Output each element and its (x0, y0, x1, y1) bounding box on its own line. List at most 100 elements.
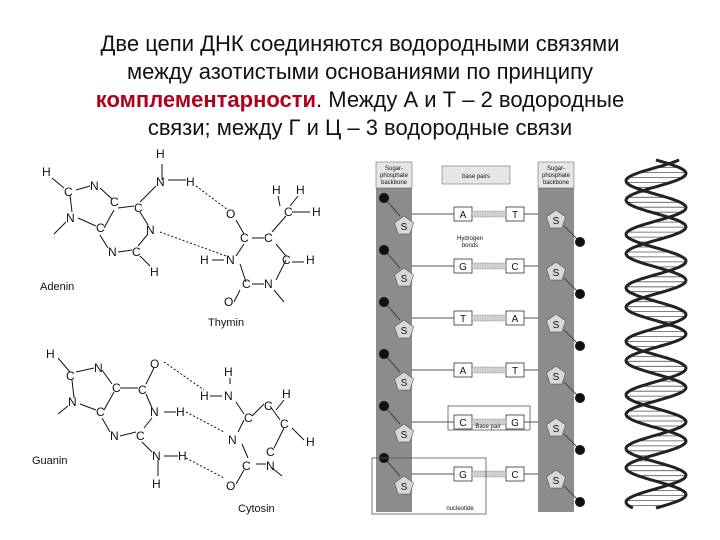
atom-c: C (138, 383, 147, 397)
atom-n: N (150, 405, 159, 419)
atom-n: N (152, 449, 161, 463)
guanine-atoms: H C N N C C C O N H N C N H H Guanin (32, 347, 187, 491)
atom-c: C (96, 405, 105, 419)
phosphate-right (575, 497, 585, 507)
nucleotide-caption: nucleotide (446, 506, 474, 512)
atom-c: C (242, 459, 251, 473)
phosphate-label-left: P (382, 404, 386, 410)
phosphate-label-left: P (382, 248, 386, 254)
right-backbone-link (563, 225, 579, 241)
hydrogen-bonds-line-1: Hydrogen (457, 236, 483, 242)
atom-c: C (284, 205, 293, 219)
base-label-left: A (460, 210, 467, 221)
base-label-left: G (459, 470, 467, 481)
sugar-left (394, 319, 414, 339)
atom-h: H (200, 253, 209, 267)
thymin-label: Thymin (208, 317, 244, 329)
base-label-right: T (512, 210, 518, 221)
cytosin-label: Cytosin (238, 503, 275, 515)
phosphate-right (575, 237, 585, 247)
title-line-2: между азотистыми основаниями по принципу (127, 59, 593, 84)
phosphate-right (575, 393, 585, 403)
hydrogen-bond-bar (471, 418, 507, 426)
sugar-left (394, 475, 414, 495)
phosphate-label-right: P (578, 292, 582, 298)
phosphate-label-left: P (382, 456, 386, 462)
atom-o: O (150, 357, 159, 371)
sugar-label-right: S (553, 476, 560, 487)
right-backbone-link (563, 329, 579, 345)
atom-h: H (272, 183, 281, 197)
atom-c: C (110, 195, 119, 209)
sugar-right (546, 417, 566, 437)
sugar-label-left: S (401, 274, 408, 285)
atom-o: O (226, 207, 235, 221)
right-backbone-link (563, 277, 579, 293)
phosphate-label-right: P (578, 344, 582, 350)
phosphate-right (575, 445, 585, 455)
atom-c: C (132, 245, 141, 259)
atom-c: C (64, 185, 73, 199)
atom-h: H (46, 347, 55, 361)
base-pair-frame (447, 405, 531, 431)
hydrogen-bond-bar (471, 210, 507, 218)
atom-c: C (282, 253, 291, 267)
base-pair-caption: Base pair (475, 424, 500, 430)
base-label-right: G (511, 418, 519, 429)
base-label-right: C (511, 470, 518, 481)
atom-o: O (226, 479, 235, 493)
atom-c: C (264, 231, 273, 245)
sugar-right (546, 209, 566, 229)
atom-c: C (136, 429, 145, 443)
right-backbone-header (537, 161, 575, 189)
phosphate-label-left: P (382, 196, 386, 202)
phosphate-label-left: P (382, 352, 386, 358)
phosphate-label-right: P (578, 240, 582, 246)
atom-n: N (266, 459, 275, 473)
atom-h: H (224, 365, 233, 379)
base-label-right: C (511, 262, 518, 273)
right-backbone-line-1: Sugar- (547, 166, 565, 172)
atom-c: C (280, 417, 289, 431)
sugar-right (546, 261, 566, 281)
atom-c: C (240, 231, 249, 245)
title-line-3-rest: . Между А и Т – 2 водородные (316, 87, 625, 112)
atom-h: H (178, 449, 187, 463)
sugar-left (394, 423, 414, 443)
hydrogen-bonds-line-2: bonds (462, 243, 478, 249)
atom-c: C (66, 369, 75, 383)
atom-h: H (176, 405, 185, 419)
atom-n: N (156, 175, 165, 189)
atom-n: N (68, 395, 77, 409)
title-highlight: комплементарности (95, 87, 317, 112)
atom-h: H (156, 147, 165, 161)
left-backbone-line-3: backbone (381, 180, 408, 186)
thymine-atoms: H H C H O C C H N C H C N O Thymin (200, 183, 321, 329)
atom-o: O (224, 295, 233, 309)
left-backbone-link (385, 459, 401, 477)
right-backbone-line-3: backbone (543, 180, 570, 186)
title-line-3: комплементарности. Между А и Т – 2 водор… (40, 86, 680, 114)
phosphate-left (379, 193, 389, 203)
left-backbone-line-2: phosphate (380, 173, 409, 179)
sugar-left (394, 215, 414, 235)
left-backbone-link (385, 303, 401, 321)
atom-h: H (296, 183, 305, 197)
hydrogen-bond-bar (471, 262, 507, 270)
phosphate-label-left: P (382, 300, 386, 306)
atom-h: H (152, 477, 161, 491)
right-backbone-link (563, 433, 579, 449)
atom-c: C (244, 411, 253, 425)
left-backbone-link (385, 199, 401, 217)
title-line-4: связи; между Г и Ц – 3 водородные связи (147, 115, 573, 140)
sugar-label-right: S (553, 424, 560, 435)
atom-c: C (266, 445, 275, 459)
sugar-right (546, 365, 566, 385)
slide-title: Две цепи ДНК соединяются водородными свя… (40, 30, 680, 142)
phosphate-left (379, 297, 389, 307)
atom-n: N (90, 179, 99, 193)
base-pairs-header (441, 165, 511, 185)
atom-n: N (224, 389, 233, 403)
